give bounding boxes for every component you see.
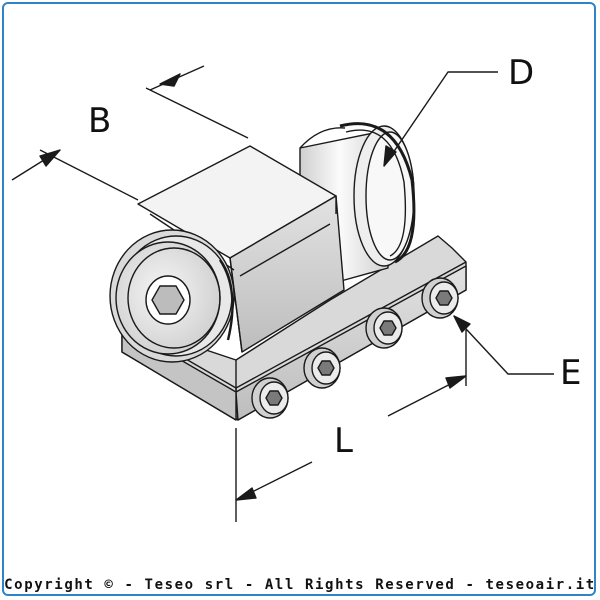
dimension-l xyxy=(235,330,467,522)
front-end-cap xyxy=(109,229,235,363)
screw-3 xyxy=(365,307,403,349)
dimension-label-d: D xyxy=(508,53,535,93)
dimension-e-leader xyxy=(453,315,554,375)
dimension-label-l: L xyxy=(334,421,353,461)
dimension-d-leader xyxy=(383,71,498,167)
screw-2 xyxy=(303,347,341,389)
dimension-b xyxy=(11,65,249,201)
screw-row xyxy=(251,277,459,419)
screw-1 xyxy=(251,377,289,419)
copyright-footer: Copyright © - Teseo srl - All Rights Res… xyxy=(4,577,596,593)
screw-4 xyxy=(421,277,459,319)
dimension-label-e: E xyxy=(560,353,582,393)
dimension-label-b: B xyxy=(88,101,112,141)
